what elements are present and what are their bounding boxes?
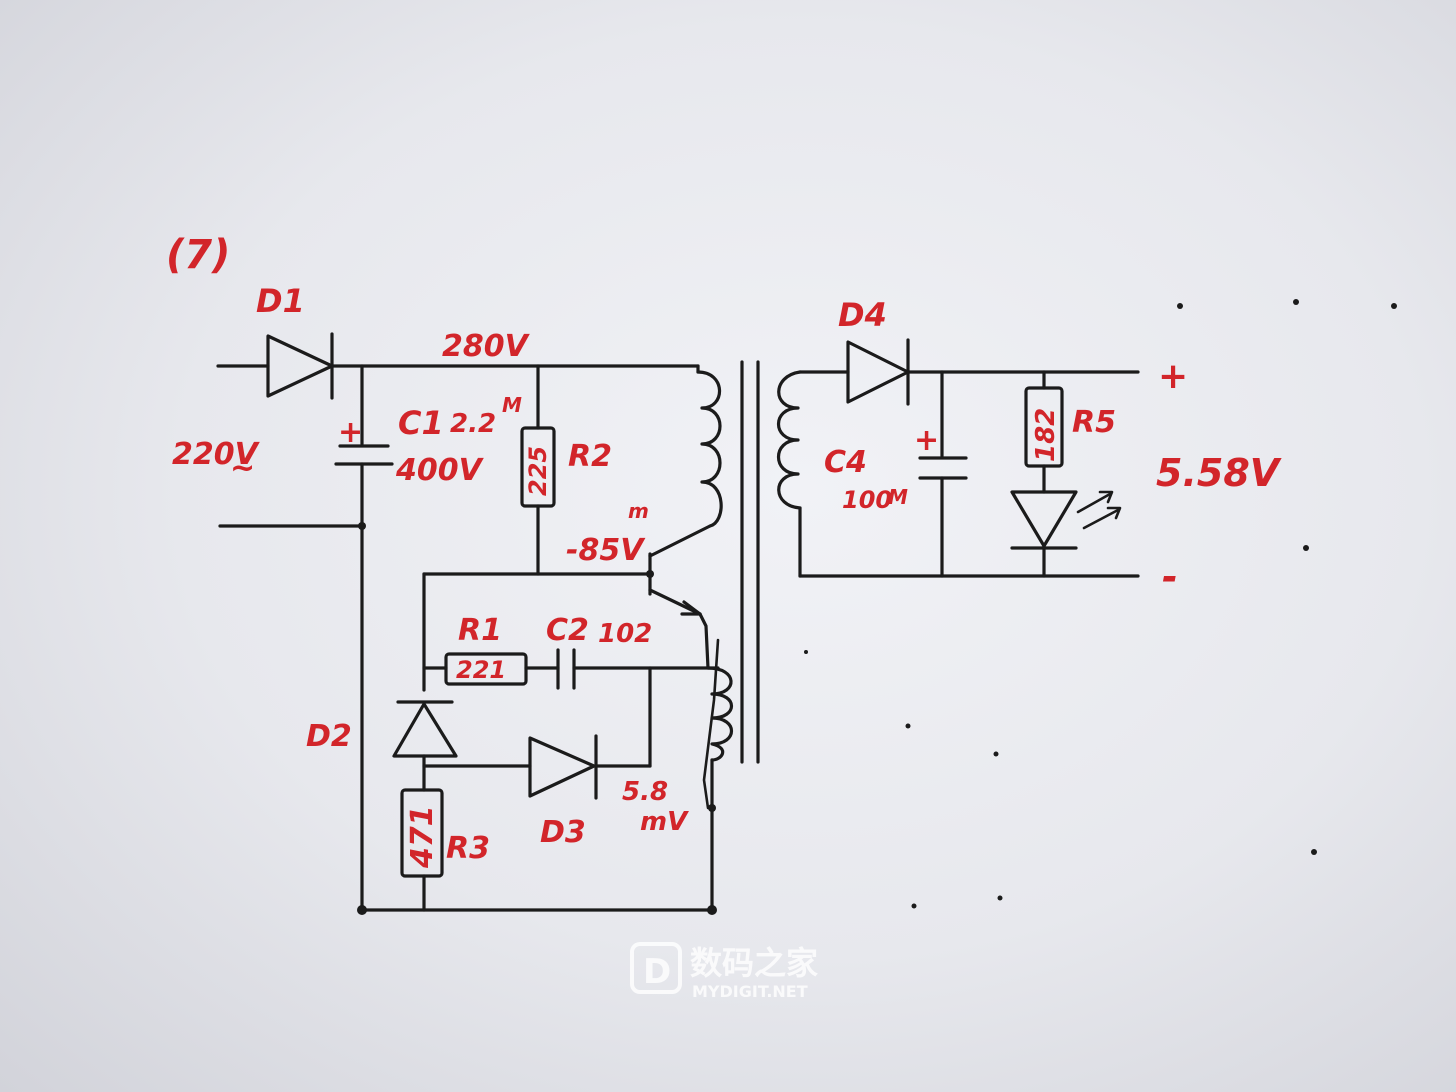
label-plus: +: [1158, 356, 1188, 397]
label-r2: R2: [568, 439, 612, 474]
label-d1: D1: [256, 282, 305, 320]
resistor-r2: [520, 426, 556, 508]
capacitor-c2: [556, 648, 576, 690]
label-c1-voltage: 400V: [395, 453, 485, 488]
label-c4-value: 100: [842, 486, 892, 514]
capacitor-c1: [334, 444, 394, 466]
label-r1: R1: [458, 613, 502, 648]
watermark-text-en: MYDIGIT.NET: [692, 982, 808, 1001]
label-c1-unit: M: [502, 393, 522, 417]
label-minus-85v: -85V: [566, 533, 646, 568]
label-r5-value: 182: [1031, 408, 1061, 462]
label-r3-value: 471: [405, 805, 440, 869]
watermark-logo-letter: D: [643, 952, 671, 992]
label-c1-plus: +: [338, 415, 363, 450]
label-d3: D3: [540, 815, 586, 850]
wires: [216, 364, 1140, 912]
diode-d1: [266, 332, 334, 400]
secondary-winding: [776, 370, 802, 510]
transformer-core: [740, 360, 760, 764]
label-280v: 280V: [442, 329, 531, 364]
watermark-logo-icon: [630, 942, 682, 994]
label-r5: R5: [1072, 405, 1116, 440]
diode-d4: [846, 338, 910, 406]
watermark: D 数码之家 MYDIGIT.NET: [630, 942, 818, 1001]
led: [1010, 490, 1122, 550]
label-input-voltage: 220V: [172, 437, 261, 472]
label-r3: R3: [446, 831, 490, 866]
label-output-voltage: 5.58V: [1156, 451, 1282, 495]
resistor-r5: [1024, 386, 1064, 468]
label-58-unit: mV: [640, 807, 689, 837]
label-d4: D4: [838, 296, 887, 334]
label-c2: C2: [546, 613, 589, 648]
label-r1-value: 221: [456, 656, 506, 684]
label-c4-plus: +: [914, 423, 939, 458]
label-d2: D2: [306, 719, 352, 754]
paper-specks: [804, 299, 1397, 909]
resistor-r1: [444, 652, 528, 686]
junction-dots: [357, 522, 717, 915]
label-c2-value: 102: [598, 619, 652, 649]
label-r2-value: 225: [524, 446, 552, 496]
label-minus: -: [1162, 555, 1178, 599]
feedback-winding: [702, 638, 733, 810]
diode-d2: [392, 700, 458, 758]
label-c4: C4: [824, 445, 867, 480]
label-c4-unit: M: [888, 485, 908, 509]
transistor: [648, 552, 702, 616]
label-m-mark: m: [628, 499, 649, 523]
resistor-r3: [400, 788, 444, 878]
label-c1: C1: [398, 404, 444, 442]
watermark-text-cn: 数码之家: [690, 944, 818, 982]
label-ac-symbol: ~: [230, 451, 255, 486]
label-58: 5.8: [622, 777, 668, 807]
primary-winding: [696, 370, 723, 528]
capacitor-c4: [918, 456, 968, 480]
diode-d3: [528, 734, 598, 800]
label-c1-value: 2.2: [450, 409, 496, 439]
figure-number: (7): [166, 232, 230, 278]
